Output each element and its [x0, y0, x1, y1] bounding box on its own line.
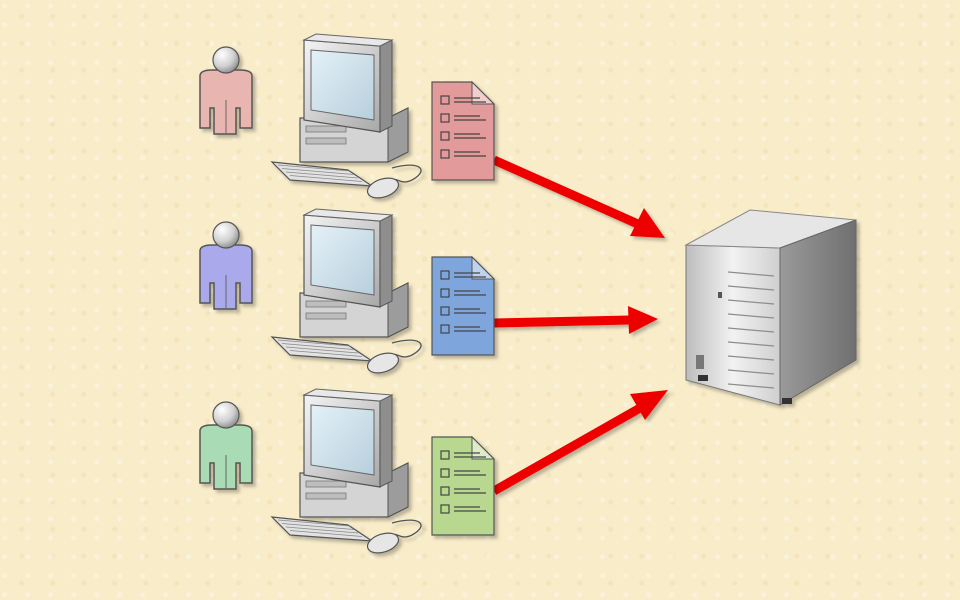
- keyboard-keys: [277, 519, 363, 537]
- user-icon: [199, 401, 253, 490]
- arrow-row-3: [491, 390, 668, 495]
- arrow-row-1: [492, 155, 665, 238]
- checklist-document-icon: [431, 435, 496, 536]
- checklist-document-icon: [431, 255, 496, 356]
- arrows: [491, 155, 668, 495]
- client-row-1: [199, 33, 496, 199]
- tower-server-icon: [684, 209, 857, 406]
- checklist-document-icon: [431, 80, 496, 181]
- desktop-computer-icon: [270, 33, 422, 199]
- keyboard-keys: [277, 164, 363, 182]
- client-row-3: [199, 388, 496, 554]
- server-lock: [718, 292, 722, 298]
- client-row-2: [199, 208, 496, 374]
- client-rows: [199, 33, 496, 554]
- arrow-row-2: [493, 306, 658, 334]
- user-icon: [199, 221, 253, 310]
- server-power-button: [696, 355, 704, 369]
- keyboard-keys: [277, 339, 363, 357]
- desktop-computer-icon: [270, 208, 422, 374]
- server-drive-bays: [727, 271, 775, 389]
- desktop-computer-icon: [270, 388, 422, 554]
- user-icon: [199, 46, 253, 135]
